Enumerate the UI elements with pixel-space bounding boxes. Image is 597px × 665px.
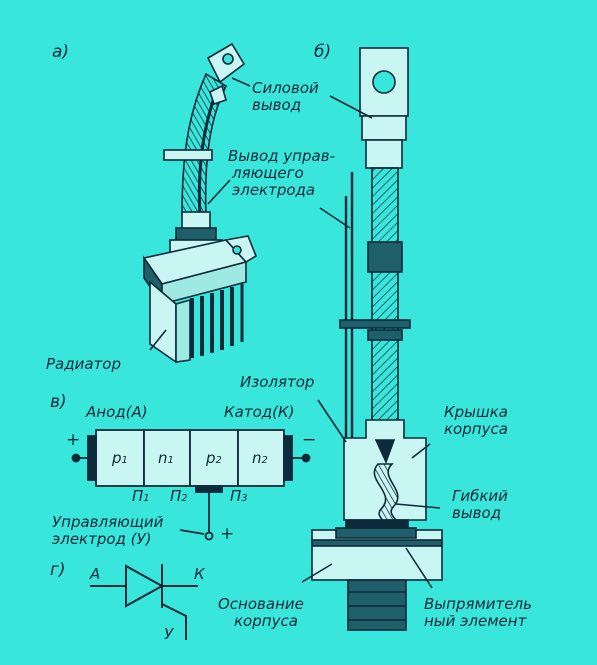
label-gate-lead: Вывод управ- ляющего электрода (228, 147, 335, 199)
label-rectifier-element: Выпрямитель ный элемент (424, 595, 532, 630)
symbol-label-gate: У (164, 625, 174, 643)
label-housing-base: Основание корпуса (218, 595, 304, 630)
panel-label-b: б) (314, 42, 332, 62)
label-insulator: Изолятор (240, 373, 315, 391)
panel-label-g: г) (50, 560, 66, 580)
power-lug (206, 42, 246, 84)
panel-label-a: а) (52, 42, 70, 62)
label-flexible-lead: Гибкий вывод (452, 487, 508, 522)
thyristor-cross-section (301, 47, 443, 631)
anode-plus-sign: + (66, 430, 81, 450)
layer-p2 (189, 429, 239, 487)
symbol-label-cathode: К (194, 565, 205, 583)
radiator (142, 235, 257, 364)
power-rod (371, 167, 399, 439)
layer-label-p2: p2 (206, 449, 222, 467)
gate-plus-sign: + (220, 524, 235, 544)
symbol-label-anode: А (90, 565, 101, 583)
symbol-triangle (125, 564, 165, 608)
junction-label-2: П2 (170, 487, 188, 505)
layer-label-p1: p1 (112, 449, 128, 467)
label-gate-electrode: Управляющий электрод (У) (52, 513, 164, 548)
pnpn-structure (71, 429, 311, 541)
layer-n1 (143, 429, 191, 487)
cathode-minus-sign: − (302, 430, 317, 450)
junction-label-1: П1 (132, 487, 150, 505)
label-housing-cover: Крышка корпуса (444, 403, 508, 438)
layer-label-n1: n1 (158, 449, 174, 467)
anode-contact (87, 435, 97, 481)
rectifier-element (345, 519, 409, 529)
cable-clamp (163, 149, 213, 161)
label-power-lead: Силовой вывод (252, 79, 319, 114)
panel-label-v: в) (50, 392, 67, 412)
gate-contact (195, 485, 223, 493)
label-radiator: Радиатор (46, 355, 121, 373)
symbol-gate-lead (161, 603, 187, 640)
cathode-contact (283, 435, 293, 481)
junction-label-3: П3 (230, 487, 248, 505)
label-cathode: Катод(К) (224, 403, 295, 421)
thyristor-symbol (90, 564, 198, 640)
layer-label-n2: n2 (252, 449, 268, 467)
thyristor-with-radiator (142, 42, 257, 364)
label-anode: Анод(А) (86, 403, 148, 421)
